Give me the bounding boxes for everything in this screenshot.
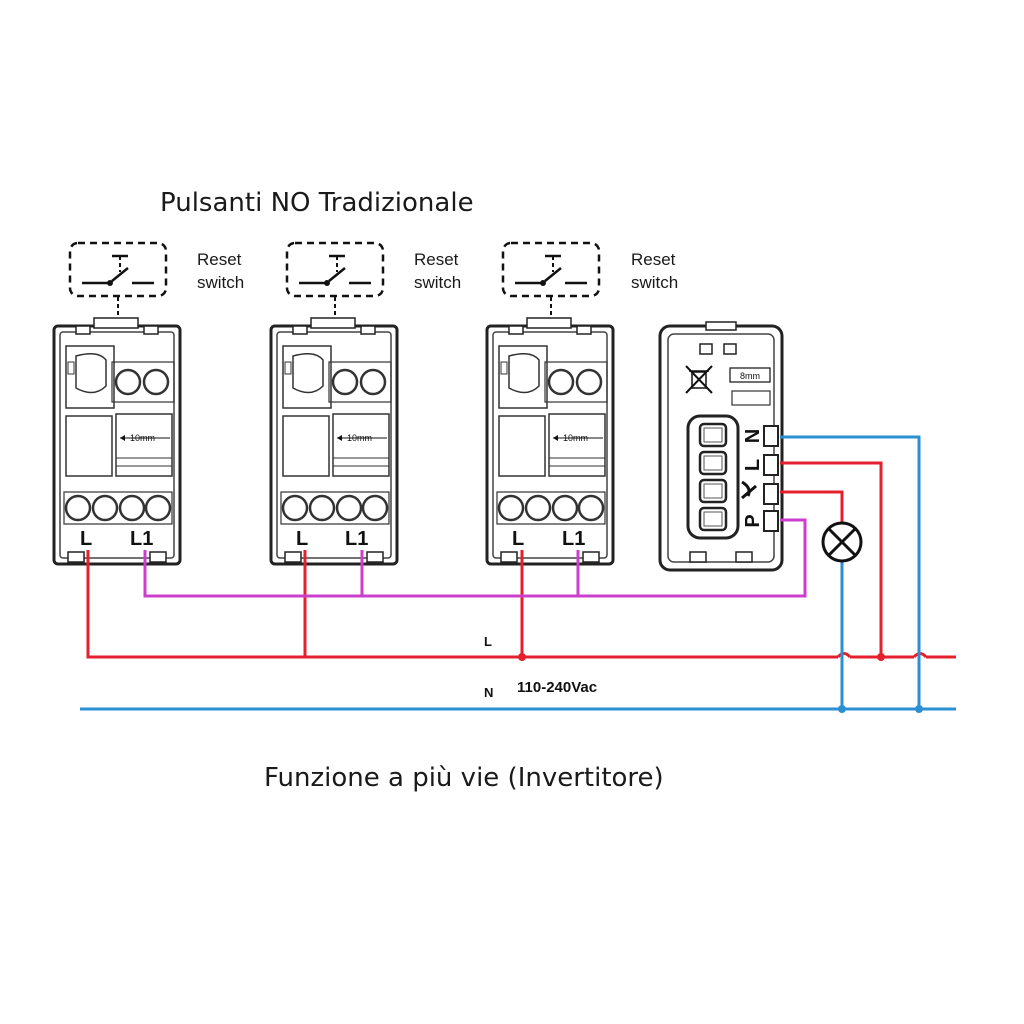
bus-label-line: L [484, 634, 492, 649]
neutral-wires [80, 435, 956, 711]
load-symbol-icon [741, 480, 757, 500]
dim-label-2: 10mm [347, 433, 372, 443]
reset-label-1a: Reset [197, 250, 242, 269]
terminal-l1-1: L1 [130, 528, 153, 550]
bus-label-neutral: N [484, 685, 493, 700]
smart-terminal-l: L [742, 459, 764, 471]
reset-label-2b: switch [414, 273, 461, 292]
smart-relay-module: 8mm N L P [658, 321, 784, 572]
weee-bin-icon [685, 365, 713, 394]
reset-label-3a: Reset [631, 250, 676, 269]
push-button-3: Reset switch 10mm L L1 [485, 241, 678, 566]
title-top: Pulsanti NO Tradizionale [160, 188, 474, 218]
terminal-l-1: L [80, 528, 92, 550]
reset-label-2a: Reset [414, 250, 459, 269]
reset-switch-symbol-3 [501, 241, 601, 320]
lamp-icon [821, 521, 863, 563]
smart-dim-label: 8mm [740, 371, 760, 381]
push-button-1: Reset switch 10mm L L1 [52, 241, 244, 566]
junction-dot [915, 705, 923, 713]
push-button-2: Reset switch 10mm L L1 [269, 241, 461, 566]
reset-label-1b: switch [197, 273, 244, 292]
line-wires [86, 461, 956, 659]
voltage-label: 110-240Vac [517, 679, 597, 696]
dim-label-1: 10mm [130, 433, 155, 443]
switched-wires [143, 518, 807, 598]
terminal-l1-3: L1 [562, 528, 585, 550]
title-bottom: Funzione a più vie (Invertitore) [264, 763, 664, 793]
smart-terminal-p: P [742, 514, 764, 527]
reset-label-3b: switch [631, 273, 678, 292]
terminal-l1-2: L1 [345, 528, 368, 550]
smart-terminal-n: N [742, 429, 764, 443]
reset-switch-symbol-2 [285, 241, 385, 320]
reset-switch-symbol-1 [68, 241, 168, 320]
dim-label-3: 10mm [563, 433, 588, 443]
junction-dot [838, 705, 846, 713]
terminal-l-3: L [512, 528, 524, 550]
junction-dot [518, 653, 526, 661]
terminal-l-2: L [296, 528, 308, 550]
junction-dot [877, 653, 885, 661]
